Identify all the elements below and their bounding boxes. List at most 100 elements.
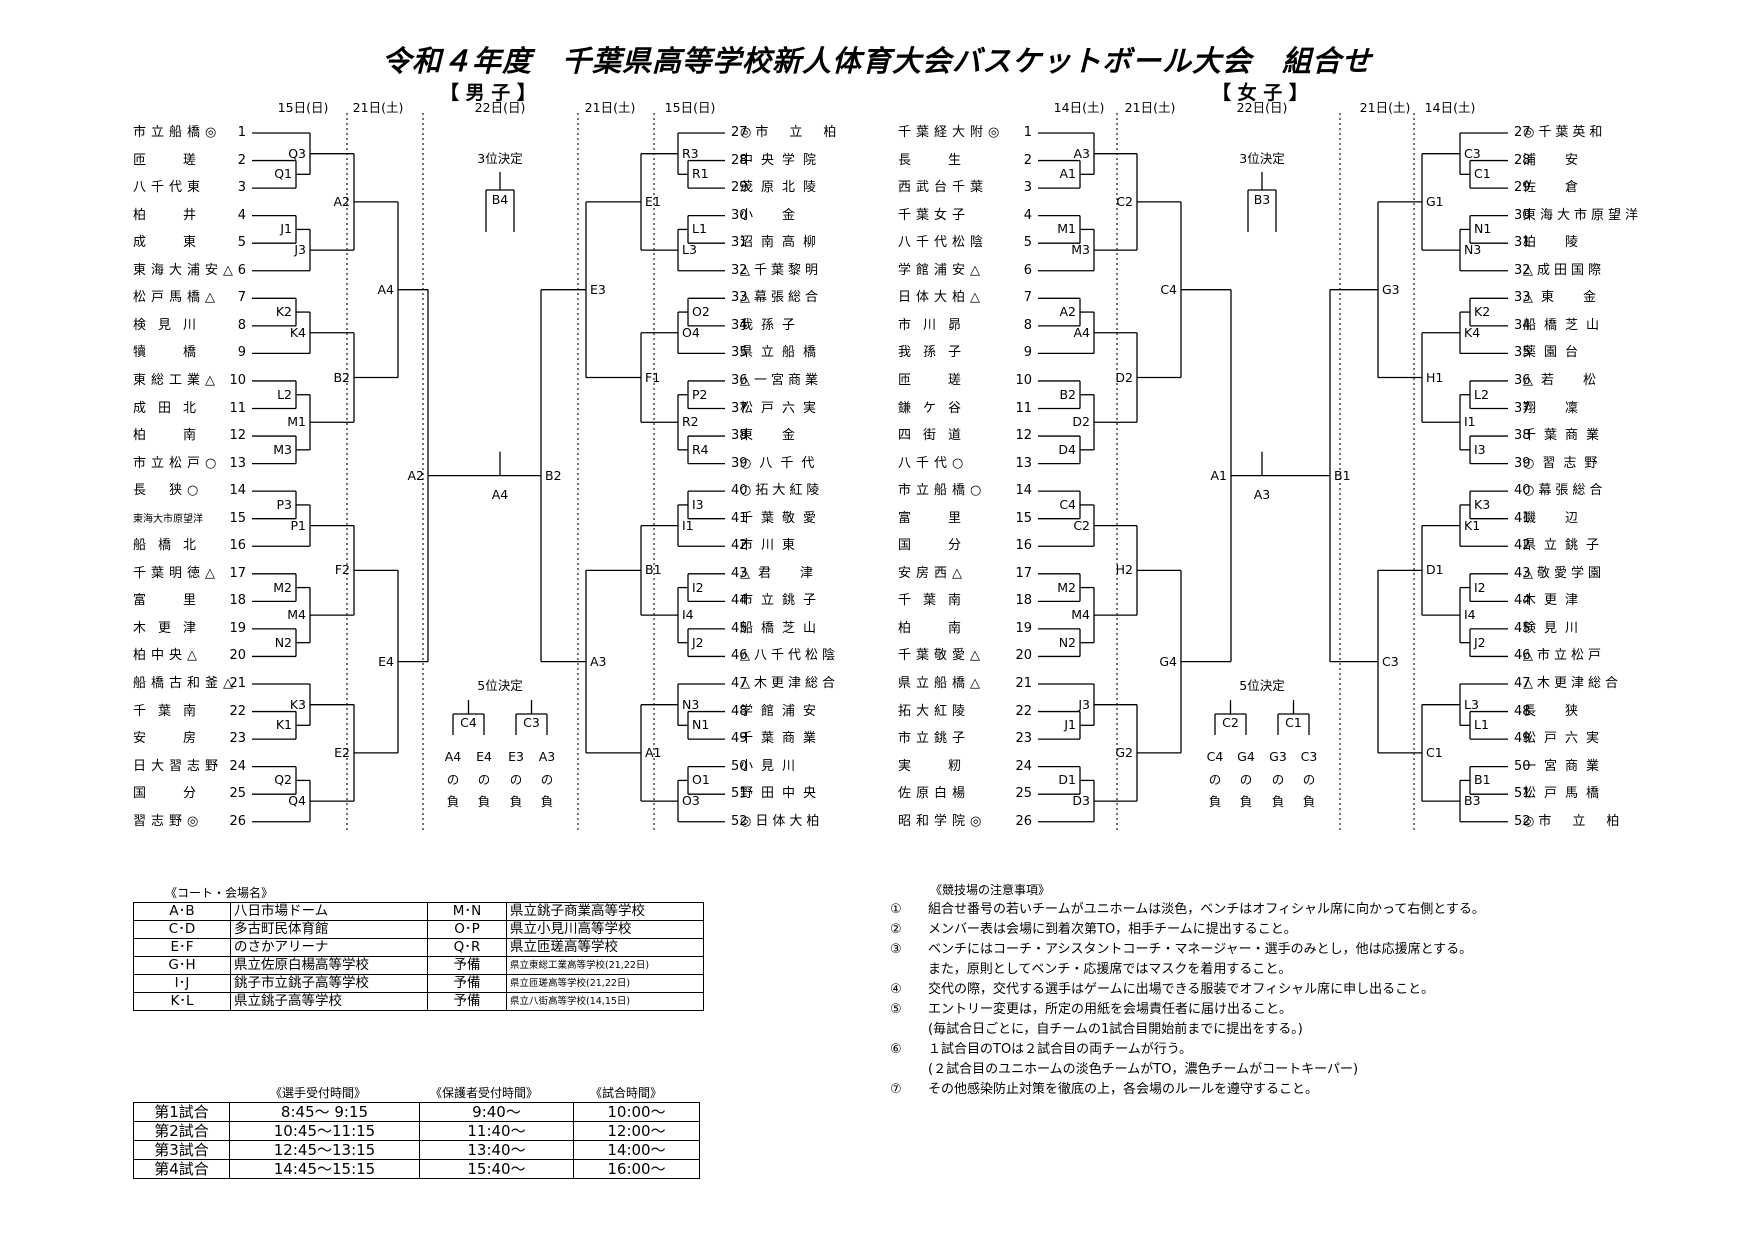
seed-number: 42 bbox=[1514, 538, 1531, 554]
court-code-m2: M2 bbox=[1057, 579, 1076, 595]
fifth-place-lose: 負 bbox=[509, 794, 523, 809]
seed-number: 12 bbox=[229, 428, 246, 444]
court-cell: 県立銚子高等学校 bbox=[230, 992, 428, 1011]
seed-number: 7 bbox=[1023, 290, 1032, 306]
court-code-q3: Q3 bbox=[288, 145, 306, 161]
court-venue-heading: 《コート・会場名》 bbox=[165, 886, 274, 900]
team-name: 東海大浦安△ bbox=[133, 262, 238, 278]
fifth-place-court: C4 bbox=[460, 715, 477, 730]
date-header: 21日(土) bbox=[1359, 100, 1411, 115]
seed-number: 13 bbox=[1015, 455, 1032, 471]
court-cell: G･H bbox=[133, 956, 231, 975]
player-time-heading: 《選手受付時間》 bbox=[270, 1086, 367, 1100]
court-code-j3: J3 bbox=[294, 242, 306, 258]
seed-number: 52 bbox=[731, 813, 748, 829]
team-name: ◎市 立 柏 bbox=[1523, 813, 1624, 829]
seed-number: 38 bbox=[1514, 428, 1531, 444]
date-header: 22日(日) bbox=[1236, 100, 1288, 115]
court-code-p1: P1 bbox=[290, 517, 307, 533]
court-code-j2: J2 bbox=[1474, 634, 1486, 650]
team-name: 佐原白楊 bbox=[898, 786, 971, 802]
third-place-court: B4 bbox=[491, 192, 509, 207]
note-marker: ⑤ bbox=[890, 1002, 902, 1017]
court-code-n1: N1 bbox=[1474, 221, 1492, 237]
guardian-time-heading: 《保護者受付時間》 bbox=[430, 1086, 539, 1100]
seed-number: 1 bbox=[1023, 125, 1032, 140]
court-code-a4: A4 bbox=[377, 281, 394, 297]
seed-number: 25 bbox=[229, 786, 246, 802]
seed-number: 48 bbox=[731, 703, 748, 719]
team-name: 薬園台 bbox=[1523, 345, 1587, 361]
team-name: 千葉敬愛 bbox=[740, 510, 825, 526]
team-name: 翔 凜 bbox=[1523, 400, 1587, 416]
team-name: 富 里 bbox=[133, 593, 209, 609]
seed-number: 22 bbox=[229, 703, 246, 719]
court-code-e1: E1 bbox=[645, 193, 661, 209]
seed-number: 43 bbox=[731, 565, 748, 581]
court-cell: 銚子市立銚子高等学校 bbox=[230, 974, 428, 993]
team-name: △八千代松陰 bbox=[740, 648, 839, 664]
seed-number: 8 bbox=[237, 317, 246, 333]
fifth-place-ref: C4 bbox=[1206, 749, 1224, 764]
team-name: 日大習志野 bbox=[133, 758, 224, 774]
note-text: 交代の際，交代する選手はゲームに出場できる服装でオフィシャル席に申し出ること。 bbox=[928, 982, 1435, 997]
team-name: 安 房 bbox=[133, 731, 209, 747]
date-header: 21日(土) bbox=[352, 100, 404, 115]
note-marker: ① bbox=[890, 902, 902, 917]
court-cell: Q･R bbox=[427, 938, 507, 957]
team-name: 千葉南 bbox=[133, 703, 209, 719]
court-code-k4: K4 bbox=[1464, 324, 1481, 340]
girls-section-label: 【 女 子 】 bbox=[1212, 82, 1308, 104]
team-name: 市川昴 bbox=[898, 317, 974, 333]
fifth-place-ref: C3 bbox=[1300, 749, 1318, 764]
court-code-k4: K4 bbox=[289, 324, 306, 340]
team-name: 松戸六実 bbox=[1523, 731, 1608, 747]
seed-number: 21 bbox=[1015, 676, 1032, 691]
seed-number: 23 bbox=[229, 731, 246, 747]
seed-number: 49 bbox=[731, 731, 748, 747]
court-code-i1: I1 bbox=[1464, 414, 1476, 430]
team-name: 犢 橋 bbox=[133, 345, 209, 361]
court-code-b2: B2 bbox=[333, 369, 350, 385]
team-name: △千葉黎明 bbox=[740, 262, 822, 278]
team-name: 東総工業△ bbox=[133, 372, 220, 388]
court-code-l1: L1 bbox=[692, 221, 707, 237]
court-code-c1: C1 bbox=[1474, 166, 1491, 182]
schedule-cell: 10:45～11:15 bbox=[229, 1121, 420, 1141]
seed-number: 29 bbox=[731, 180, 748, 196]
court-code-d4: D4 bbox=[1058, 441, 1076, 457]
boys-section-label: 【 男 子 】 bbox=[440, 82, 536, 104]
note-marker bbox=[890, 1020, 928, 1040]
court-code-f1: F1 bbox=[645, 369, 661, 385]
court-code-h2: H2 bbox=[1115, 562, 1133, 578]
court-code-i3: I3 bbox=[692, 496, 704, 512]
fifth-place-of: の bbox=[540, 772, 554, 787]
seed-number: 11 bbox=[229, 400, 246, 416]
date-header: 14日(土) bbox=[1424, 100, 1476, 115]
court-cell: 県立匝瑳高等学校(21,22日) bbox=[506, 974, 704, 993]
court-cell: 県立小見川高等学校 bbox=[506, 920, 704, 939]
seed-number: 9 bbox=[237, 345, 246, 361]
team-name: △幕張総合 bbox=[740, 290, 822, 306]
court-code-d2: D2 bbox=[1115, 369, 1133, 385]
seed-number: 28 bbox=[1514, 152, 1531, 168]
court-code-n3: N3 bbox=[1464, 242, 1482, 258]
fifth-place-of: の bbox=[446, 772, 460, 787]
seed-number: 10 bbox=[1015, 372, 1032, 388]
seed-number: 13 bbox=[229, 455, 246, 471]
court-code-m4: M4 bbox=[1071, 607, 1090, 623]
note-text: メンバー表は会場に到着次第TO，相手チームに提出すること。 bbox=[928, 922, 1297, 937]
fifth-place-of: の bbox=[1271, 772, 1285, 787]
team-name: 木更津 bbox=[1523, 593, 1587, 609]
seed-number: 48 bbox=[1514, 703, 1531, 719]
team-name: △敬愛学園 bbox=[1523, 565, 1605, 581]
team-name: △成田国際 bbox=[1523, 262, 1605, 278]
note-marker: ④ bbox=[890, 982, 902, 997]
court-cell: 県立銚子商業高等学校 bbox=[506, 902, 704, 921]
fifth-place-ref: E4 bbox=[476, 749, 492, 764]
team-name: 我孫子 bbox=[898, 345, 974, 361]
